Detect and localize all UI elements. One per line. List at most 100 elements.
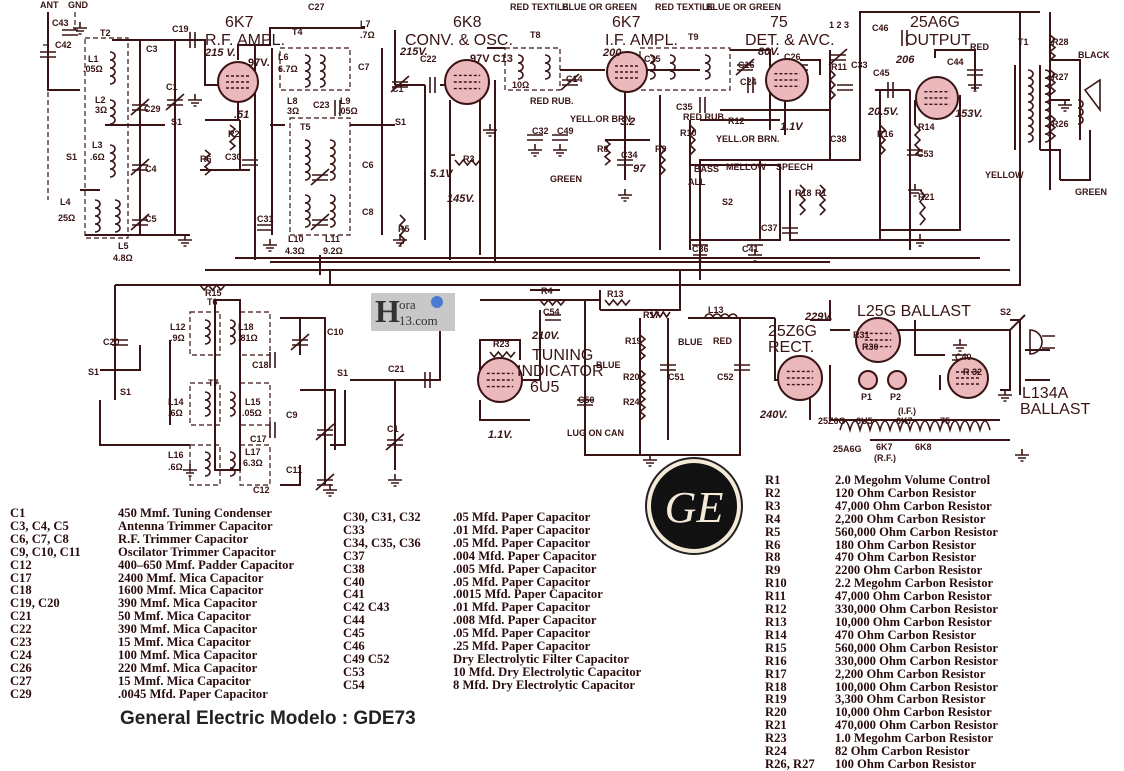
label-r9: R9 — [655, 144, 667, 154]
part-ref: C24 — [10, 649, 118, 662]
coil-symbol — [110, 145, 115, 177]
svg-text:GE: GE — [665, 483, 724, 532]
label-l2: L2 — [95, 95, 106, 105]
label-l18: L18 — [238, 322, 254, 332]
part-row: C34, C35, C36.05 Mfd. Paper Capacitor — [343, 537, 641, 550]
label-c12: C12 — [253, 485, 270, 495]
label-r2: R2 — [228, 129, 240, 139]
label-c32: C32 — [532, 126, 549, 136]
capacitor-symbol — [734, 365, 750, 370]
part-ref: R24 — [765, 745, 835, 758]
label-r16: R16 — [877, 129, 894, 139]
rf-voltage-screen: 97V. — [248, 57, 270, 69]
label-c11: C11 — [286, 465, 302, 475]
l25g-ballast-label: L25G BALLAST — [857, 303, 971, 320]
tuning-indicator-label-1: TUNING — [532, 347, 593, 364]
globe-icon — [431, 296, 443, 308]
part-ref: C33 — [343, 524, 453, 537]
output-voltage-plate: 206 — [895, 54, 915, 66]
output-tube-function: OUTPUT — [905, 32, 971, 49]
label-s1e: S1 — [88, 367, 99, 377]
label-l9: L9 — [340, 96, 351, 106]
rect-tube-function: RECT. — [768, 339, 814, 356]
coil-symbol — [205, 452, 210, 476]
part-description: 400–650 Mmf. Padder Capacitor — [118, 559, 294, 572]
label-c23: C23 — [313, 100, 330, 110]
ground-symbol — [553, 144, 567, 156]
label-c50: C50 — [578, 395, 595, 405]
label-h4: 75 — [940, 416, 950, 426]
label-c36: C36 — [692, 244, 709, 254]
part-row: C30, C31, C32.05 Mfd. Paper Capacitor — [343, 511, 641, 524]
det-voltage-heater: 1.1V — [780, 121, 804, 133]
label-r21: R21 — [918, 192, 935, 202]
watermark-text-2: 13.com — [399, 313, 438, 329]
label-r24: R24 — [623, 397, 640, 407]
label-h1: 25Z6G — [818, 416, 846, 426]
label-l18r: .81Ω — [238, 333, 258, 343]
label-c22: C22 — [420, 54, 437, 64]
label-bog1: BLUE OR GREEN — [562, 2, 637, 12]
part-description: .01 Mfd. Paper Capacitor — [453, 524, 590, 537]
label-redtex1: RED TEXTILE — [510, 2, 569, 12]
label-mellow: MELLOW — [726, 162, 766, 172]
label-c45: C45 — [873, 68, 890, 78]
label-r26b: R26 — [1052, 119, 1069, 129]
det-tube-type: 75 — [770, 14, 788, 31]
part-description: 100 Ohm Carbon Resistor — [835, 758, 976, 771]
label-c9: C9 — [286, 410, 298, 420]
label-l4r: 25Ω — [58, 213, 75, 223]
label-l10: L10 — [288, 234, 304, 244]
conv-voltage-c13: 97V C13 — [470, 53, 513, 65]
label-green1: GREEN — [550, 174, 582, 184]
label-c18: C18 — [252, 360, 269, 370]
tuning-indicator-type: 6U5 — [530, 379, 559, 396]
if-tube-type: 6K7 — [612, 14, 641, 31]
label-t5: T5 — [300, 122, 311, 132]
rectifier-tube — [778, 356, 822, 400]
part-description: 82 Ohm Carbon Resistor — [835, 745, 970, 758]
part-ref: C27 — [10, 675, 118, 688]
label-gnd: GND — [68, 0, 89, 10]
output-voltage-cathode: 20.5V. — [867, 106, 899, 118]
label-l5: L5 — [118, 241, 129, 251]
label-bass: BASS — [694, 164, 719, 174]
label-c40: C40 — [955, 352, 972, 362]
coil-symbol — [110, 52, 115, 84]
label-h2: 6U5 — [856, 416, 873, 426]
speaker-icon — [1085, 80, 1100, 110]
label-c35: C35 — [676, 102, 693, 112]
rf-voltage: 215 V. — [204, 47, 236, 59]
label-r8: R8 — [597, 144, 609, 154]
part-ref: C26 — [10, 662, 118, 675]
conv-tube-type: 6K8 — [453, 14, 482, 31]
label-l1: L1 — [88, 54, 99, 64]
label-l2r: 3Ω — [95, 105, 107, 115]
label-l6: L6 — [278, 52, 289, 62]
label-s2a: S2 — [722, 197, 733, 207]
l134a-ballast-label-2: BALLAST — [1020, 401, 1090, 418]
part-ref: C9, C10, C11 — [10, 546, 118, 559]
label-c46: C46 — [872, 23, 889, 33]
label-r11: R11 — [831, 62, 847, 72]
label-all: ALL — [688, 177, 706, 187]
part-description: .005 Mfd. Paper Capacitor — [453, 563, 597, 576]
label-c41: C41 — [742, 244, 759, 254]
part-description: 470 Ohm Carbon Resistor — [835, 629, 976, 642]
part-ref: R13 — [765, 616, 835, 629]
label-lug: LUG ON CAN — [567, 428, 624, 438]
part-description: Dry Electrolytic Filter Capacitor — [453, 653, 629, 666]
label-s1a: S1 — [66, 152, 77, 162]
coil-symbol — [1045, 70, 1050, 142]
part-ref: C38 — [343, 563, 453, 576]
label-l1r: .05Ω — [83, 64, 103, 74]
coil-symbol — [305, 195, 310, 227]
